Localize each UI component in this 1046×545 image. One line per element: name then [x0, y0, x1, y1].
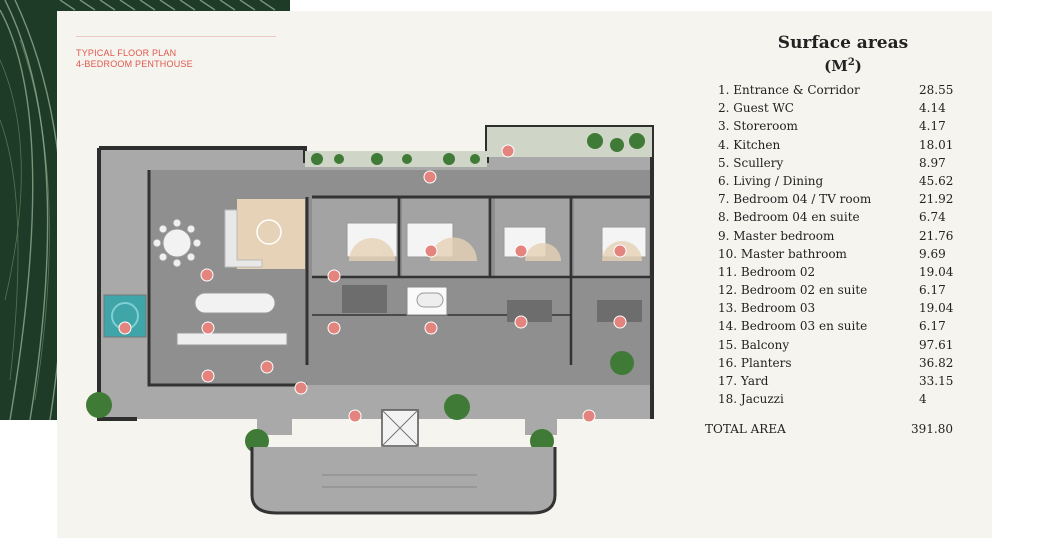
- area-row-value: 21.92: [919, 192, 954, 207]
- area-row-value: 9.69: [919, 246, 946, 261]
- area-row: 17. Yard 33.15: [702, 374, 962, 392]
- area-row-label: 8. Bedroom 04 en suite: [718, 210, 860, 225]
- area-row: 1. Entrance & Corridor 28.55: [702, 83, 962, 101]
- area-row-value: 4.14: [919, 101, 946, 116]
- area-row-value: 6.17: [919, 283, 946, 298]
- surface-areas-table: Surface areas (M2) 1. Entrance & Corrido…: [702, 33, 962, 442]
- area-row-label: 3. Storeroom: [718, 119, 798, 134]
- area-row-value: 6.74: [919, 210, 946, 225]
- area-row-value: 21.76: [919, 228, 954, 243]
- area-row-label: 16. Planters: [718, 355, 792, 370]
- area-row: 4. Kitchen 18.01: [702, 138, 962, 156]
- area-row: 13. Bedroom 03 19.04: [702, 301, 962, 319]
- area-row-value: 36.82: [919, 355, 954, 370]
- area-rows: 1. Entrance & Corridor 28.55 2. Guest WC 4.…: [702, 83, 962, 410]
- area-row: 5. Scullery 8.97: [702, 156, 962, 174]
- total-area-value: 391.80: [911, 422, 953, 437]
- area-row-value: 97.61: [919, 337, 954, 352]
- area-row-label: 13. Bedroom 03: [718, 301, 816, 316]
- plan-title-line2: 4-BEDROOM PENTHOUSE: [76, 59, 193, 69]
- floor-plan-drawing: [77, 115, 657, 529]
- area-row-label: 5. Scullery: [718, 155, 784, 170]
- area-row: 3. Storeroom 4.17: [702, 119, 962, 137]
- area-row: 9. Master bedroom 21.76: [702, 229, 962, 247]
- area-row-label: 11. Bedroom 02: [718, 264, 816, 279]
- area-row-value: 6.17: [919, 319, 946, 334]
- area-row: 7. Bedroom 04 / TV room 21.92: [702, 192, 962, 210]
- area-row-label: 2. Guest WC: [718, 101, 794, 116]
- area-row: 2. Guest WC 4.14: [702, 101, 962, 119]
- area-row-value: 8.97: [919, 155, 946, 170]
- area-row-value: 19.04: [919, 301, 954, 316]
- area-row: 12. Bedroom 02 en suite 6.17: [702, 283, 962, 301]
- area-row: 10. Master bathroom 9.69: [702, 247, 962, 265]
- surface-areas-title: Surface areas: [777, 33, 909, 53]
- area-row: 15. Balcony 97.61: [702, 338, 962, 356]
- area-row-label: 17. Yard: [718, 374, 769, 388]
- total-area-label: TOTAL AREA: [705, 422, 786, 437]
- area-row-label: 14. Bedroom 03 en suite: [718, 319, 868, 334]
- area-row: 16. Planters 36.82: [702, 356, 962, 374]
- area-row-label: 1. Entrance & Corridor: [718, 83, 860, 97]
- area-row-value: 4.17: [919, 119, 946, 134]
- area-row: 8. Bedroom 04 en suite 6.74: [702, 210, 962, 228]
- area-row-label: 18. Jacuzzi: [718, 392, 784, 407]
- area-row-value: 33.15: [919, 374, 954, 388]
- area-row-value: 19.04: [919, 264, 954, 279]
- area-row-label: 10. Master bathroom: [718, 246, 847, 261]
- area-row-label: 4. Kitchen: [718, 137, 781, 152]
- floor-plan-sheet: TYPICAL FLOOR PLAN 4-BEDROOM PENTHOUSE: [57, 11, 992, 538]
- total-area-row: TOTAL AREA 391.80: [702, 422, 962, 442]
- header-rule: [76, 36, 276, 37]
- surface-areas-unit: (M2): [824, 57, 862, 75]
- area-row: 6. Living / Dining 45.62: [702, 174, 962, 192]
- area-row-label: 9. Master bedroom: [718, 228, 835, 243]
- area-row-label: 7. Bedroom 04 / TV room: [718, 192, 872, 207]
- area-row-value: 4: [919, 392, 927, 407]
- plan-header: TYPICAL FLOOR PLAN 4-BEDROOM PENTHOUSE: [76, 36, 276, 70]
- area-row: 14. Bedroom 03 en suite 6.17: [702, 319, 962, 337]
- area-row-label: 15. Balcony: [718, 337, 790, 352]
- area-row: 18. Jacuzzi 4: [702, 392, 962, 410]
- area-row-value: 18.01: [919, 137, 954, 152]
- area-row-label: 6. Living / Dining: [718, 173, 824, 188]
- plan-title-line1: TYPICAL FLOOR PLAN: [76, 48, 177, 58]
- area-row-value: 45.62: [919, 173, 954, 188]
- area-row: 11. Bedroom 02 19.04: [702, 265, 962, 283]
- area-row-label: 12. Bedroom 02 en suite: [718, 283, 868, 298]
- area-row-value: 28.55: [919, 83, 954, 97]
